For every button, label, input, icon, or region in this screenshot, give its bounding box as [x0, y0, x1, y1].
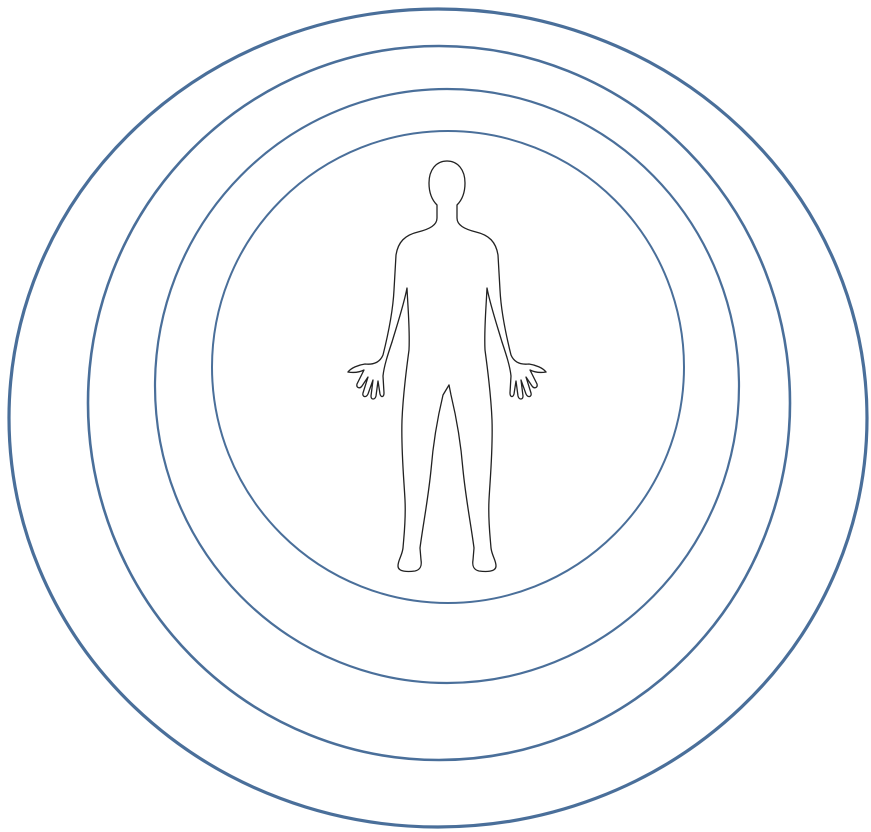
- concentric-circles-diagram: [0, 0, 871, 832]
